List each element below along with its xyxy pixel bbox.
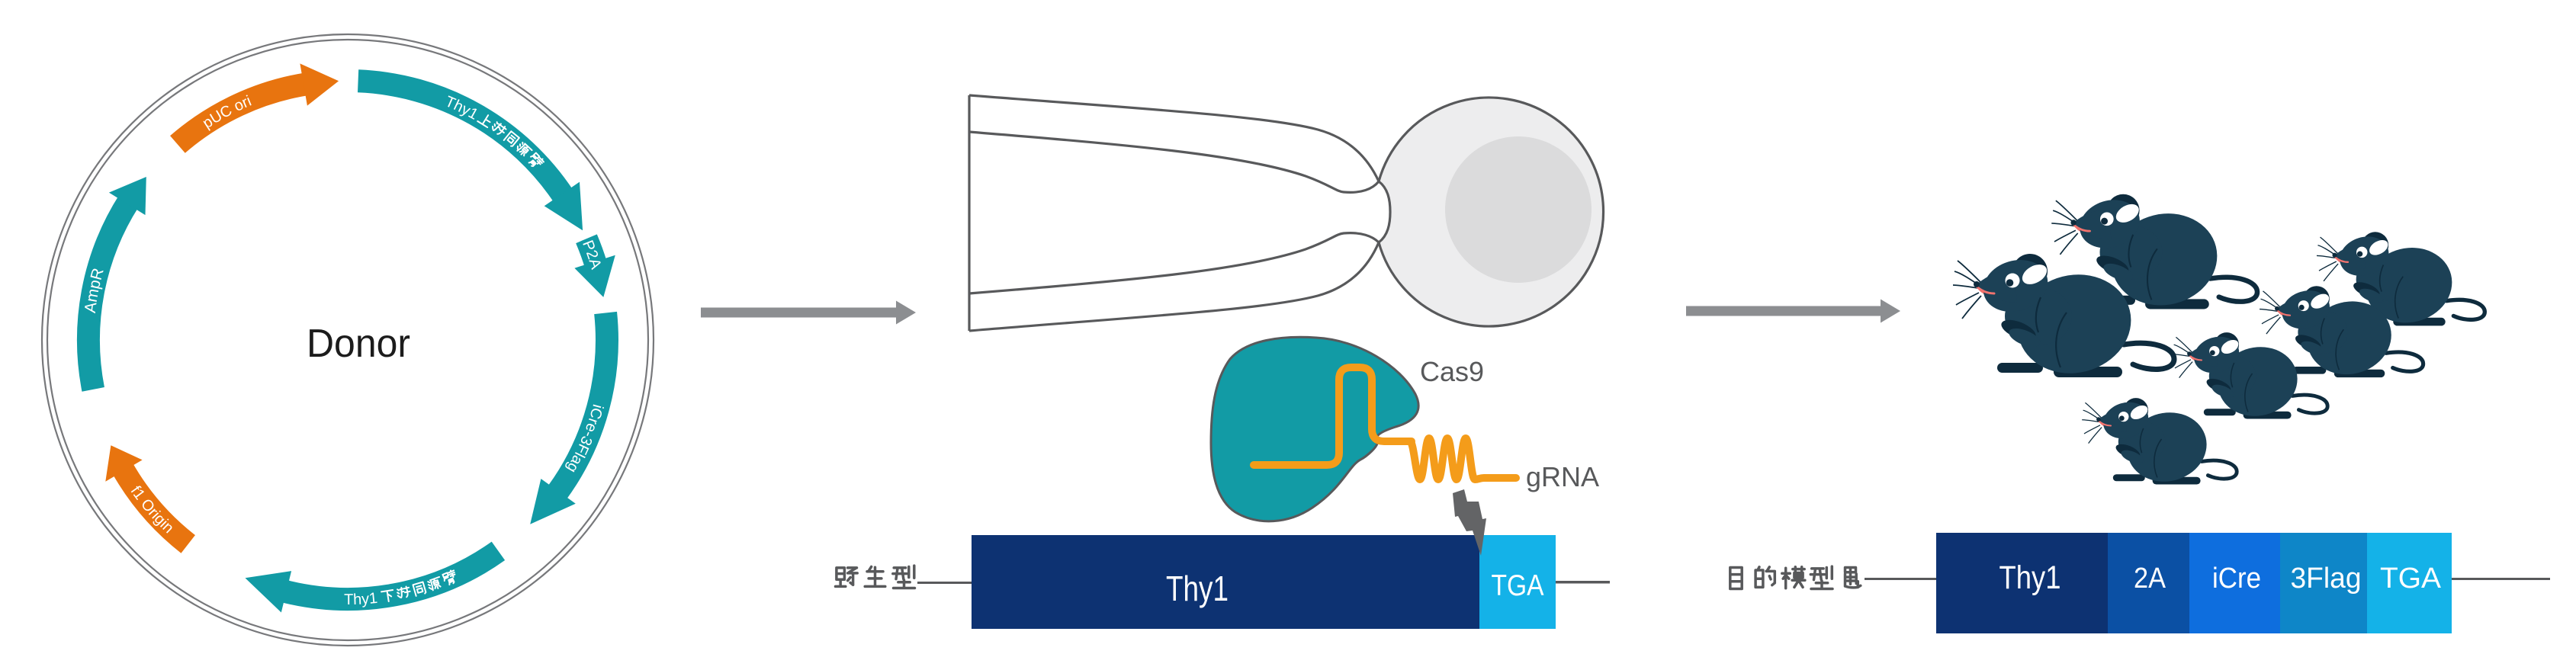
svg-text:3Flag: 3Flag — [2291, 563, 2362, 595]
svg-text:TGA: TGA — [2380, 563, 2442, 595]
svg-text:Thy1: Thy1 — [344, 590, 378, 608]
svg-text:Donor: Donor — [307, 322, 410, 366]
svg-text:Cas9: Cas9 — [1420, 356, 1484, 387]
svg-text:iCre: iCre — [2212, 563, 2261, 595]
svg-text:TGA: TGA — [1492, 569, 1544, 602]
svg-text:Thy1: Thy1 — [1166, 569, 1229, 608]
svg-text:gRNA: gRNA — [1526, 461, 1599, 492]
svg-text:Thy1: Thy1 — [1999, 559, 2061, 596]
svg-text:2A: 2A — [2134, 563, 2166, 595]
